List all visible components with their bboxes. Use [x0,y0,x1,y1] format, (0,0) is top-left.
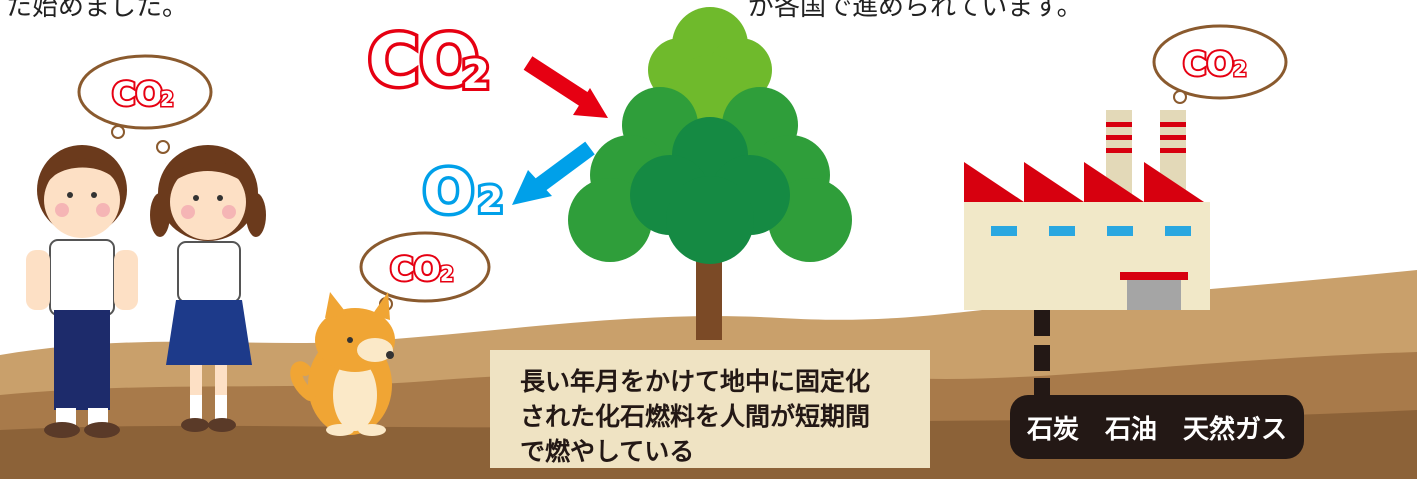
svg-text:CO: CO [1183,45,1234,83]
dog-character [290,292,395,436]
fuel-oil: 石油 [1104,414,1157,445]
co2-text: CO [368,20,479,102]
svg-text:CO: CO [112,75,163,113]
o2-label: O 2 [420,154,507,231]
co2-absorb-arrow [523,56,608,118]
header-text-left: た始めました。 [6,0,189,22]
caption-line-1: 長い年月をかけて地中に固定化 [520,367,871,396]
co2-label: CO 2 [365,17,493,106]
caption-box: 長い年月をかけて地中に固定化 された化石燃料を人間が短期間 で燃やしている [490,350,930,468]
svg-text:CO: CO [390,250,441,288]
thought-bubble-children: CO 2 [77,54,213,154]
caption-line-2: された化石燃料を人間が短期間 [520,402,871,431]
fuel-coal: 石炭 [1026,414,1079,445]
girl-character [150,145,266,432]
header-text-right: が各国で進められています。 [748,0,1083,22]
fossil-fuel-label: 石炭 石油 天然ガス [1010,395,1304,459]
o2-text: O [423,157,474,227]
factory [964,110,1210,398]
o2-release-arrow [512,141,595,205]
o2-subscript: 2 [478,180,503,221]
boy-character [26,145,138,438]
caption-line-3: で燃やしている [520,437,695,466]
thought-bubble-dog: CO 2 [359,231,491,311]
svg-text:2: 2 [160,87,174,111]
co2-subscript: 2 [462,52,490,98]
fuel-natural-gas: 天然ガス [1183,414,1288,445]
svg-text:2: 2 [1233,57,1247,81]
tree [568,7,852,340]
svg-text:2: 2 [440,262,454,286]
thought-bubble-factory: CO 2 [1152,24,1288,104]
